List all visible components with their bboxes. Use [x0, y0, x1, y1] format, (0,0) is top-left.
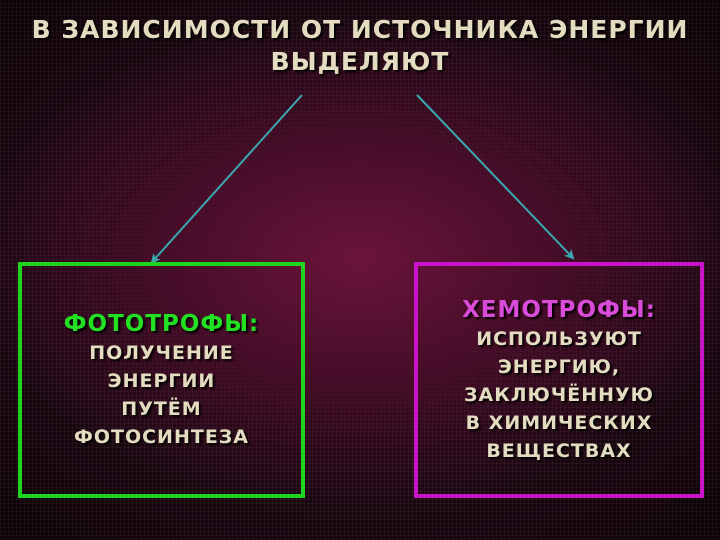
phototrophs-line: ФОТОСИНТЕЗА [74, 426, 249, 448]
phototrophs-line: ПУТЁМ [121, 398, 202, 420]
title-line-1: В ЗАВИСИМОСТИ ОТ ИСТОЧНИКА ЭНЕРГИИ [31, 15, 689, 44]
phototrophs-heading: ФОТОТРОФЫ: [63, 311, 260, 337]
arrow-right [416, 94, 575, 260]
chemotrophs-line: ИСПОЛЬЗУЮТ [476, 328, 642, 350]
chemotrophs-line: В ХИМИЧЕСКИХ [465, 412, 653, 434]
slide-title: В ЗАВИСИМОСТИ ОТ ИСТОЧНИКА ЭНЕРГИИ ВЫДЕЛ… [0, 14, 720, 78]
chemotrophs-line: ЭНЕРГИЮ, [497, 356, 621, 378]
chemotrophs-box: ХЕМОТРОФЫ: ИСПОЛЬЗУЮТ ЭНЕРГИЮ, ЗАКЛЮЧЁНН… [414, 262, 704, 498]
title-line-2: ВЫДЕЛЯЮТ [270, 47, 450, 76]
chemotrophs-heading: ХЕМОТРОФЫ: [462, 297, 656, 323]
phototrophs-box: ФОТОТРОФЫ: ПОЛУЧЕНИЕ ЭНЕРГИИ ПУТЁМ ФОТОС… [18, 262, 305, 498]
chemotrophs-description: ИСПОЛЬЗУЮТ ЭНЕРГИЮ, ЗАКЛЮЧЁННУЮ В ХИМИЧЕ… [464, 325, 654, 465]
chemotrophs-line: ЗАКЛЮЧЁННУЮ [464, 384, 654, 406]
arrow-left [150, 94, 303, 264]
phototrophs-description: ПОЛУЧЕНИЕ ЭНЕРГИИ ПУТЁМ ФОТОСИНТЕЗА [74, 339, 249, 451]
chemotrophs-line: ВЕЩЕСТВАХ [486, 440, 632, 462]
phototrophs-line: ЭНЕРГИИ [107, 370, 216, 392]
phototrophs-line: ПОЛУЧЕНИЕ [89, 342, 234, 364]
